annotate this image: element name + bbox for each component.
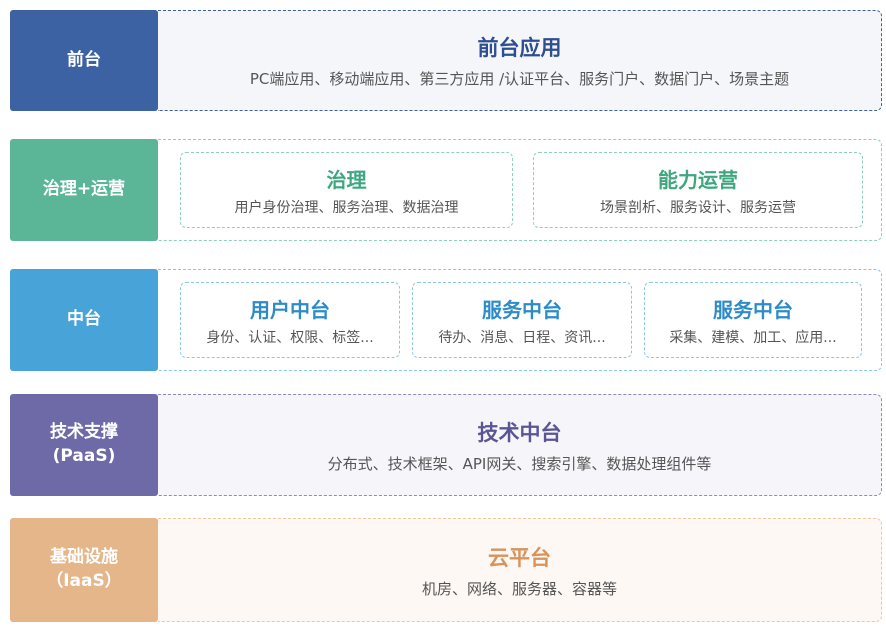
front-sub: PC端应用、移动端应用、第三方应用 /认证平台、服务门户、数据门户、场景主题 <box>249 70 790 88</box>
layer-front: 前台 前台应用 PC端应用、移动端应用、第三方应用 /认证平台、服务门户、数据门… <box>10 10 882 111</box>
tech-title: 技术中台 <box>477 420 562 445</box>
front-title: 前台应用 <box>477 36 562 60</box>
layer-infra-content: 云平台 机房、网络、服务器、容器等 <box>158 518 882 622</box>
middle-box-2: 服务中台 待办、消息、日程、资讯... <box>412 282 632 358</box>
middle-box-1-sub: 身份、认证、权限、标签... <box>206 329 374 346</box>
governance-box-1-title: 治理 <box>326 167 367 192</box>
layer-governance-content: 治理 用户身份治理、服务治理、数据治理 能力运营 场景剖析、服务设计、服务运营 <box>158 139 882 241</box>
governance-box-2: 能力运营 场景剖析、服务设计、服务运营 <box>533 152 863 228</box>
layer-governance-label: 治理+运营 <box>10 139 158 241</box>
middle-box-3: 服务中台 采集、建模、加工、应用... <box>644 282 862 358</box>
infra-sub: 机房、网络、服务器、容器等 <box>421 579 617 598</box>
governance-box-1-sub: 用户身份治理、服务治理、数据治理 <box>234 199 459 216</box>
layer-front-label: 前台 <box>10 10 158 111</box>
governance-box-1: 治理 用户身份治理、服务治理、数据治理 <box>180 152 513 228</box>
middle-box-1: 用户中台 身份、认证、权限、标签... <box>180 282 400 358</box>
governance-box-2-sub: 场景剖析、服务设计、服务运营 <box>600 199 796 216</box>
middle-box-3-sub: 采集、建模、加工、应用... <box>669 329 837 346</box>
layer-infra-label: 基础设施 （IaaS） <box>10 518 158 622</box>
layer-middle-label: 中台 <box>10 269 158 371</box>
layer-tech: 技术支撑 (PaaS) 技术中台 分布式、技术框架、API网关、搜索引擎、数据处… <box>10 394 882 496</box>
governance-box-2-title: 能力运营 <box>658 167 738 192</box>
layer-tech-label: 技术支撑 (PaaS) <box>10 394 158 496</box>
layer-infra: 基础设施 （IaaS） 云平台 机房、网络、服务器、容器等 <box>10 518 882 622</box>
layer-front-content: 前台应用 PC端应用、移动端应用、第三方应用 /认证平台、服务门户、数据门户、场… <box>158 10 882 111</box>
layer-middle: 中台 用户中台 身份、认证、权限、标签... 服务中台 待办、消息、日程、资讯.… <box>10 269 882 371</box>
layer-middle-content: 用户中台 身份、认证、权限、标签... 服务中台 待办、消息、日程、资讯... … <box>158 269 882 371</box>
layer-governance: 治理+运营 治理 用户身份治理、服务治理、数据治理 能力运营 场景剖析、服务设计… <box>10 139 882 241</box>
middle-box-2-sub: 待办、消息、日程、资讯... <box>438 329 606 346</box>
middle-box-1-title: 用户中台 <box>250 297 330 322</box>
tech-sub: 分布式、技术框架、API网关、搜索引擎、数据处理组件等 <box>327 454 712 473</box>
infra-title: 云平台 <box>488 545 551 570</box>
middle-box-3-title: 服务中台 <box>713 297 793 322</box>
layer-tech-content: 技术中台 分布式、技术框架、API网关、搜索引擎、数据处理组件等 <box>158 394 882 496</box>
middle-box-2-title: 服务中台 <box>482 297 562 322</box>
